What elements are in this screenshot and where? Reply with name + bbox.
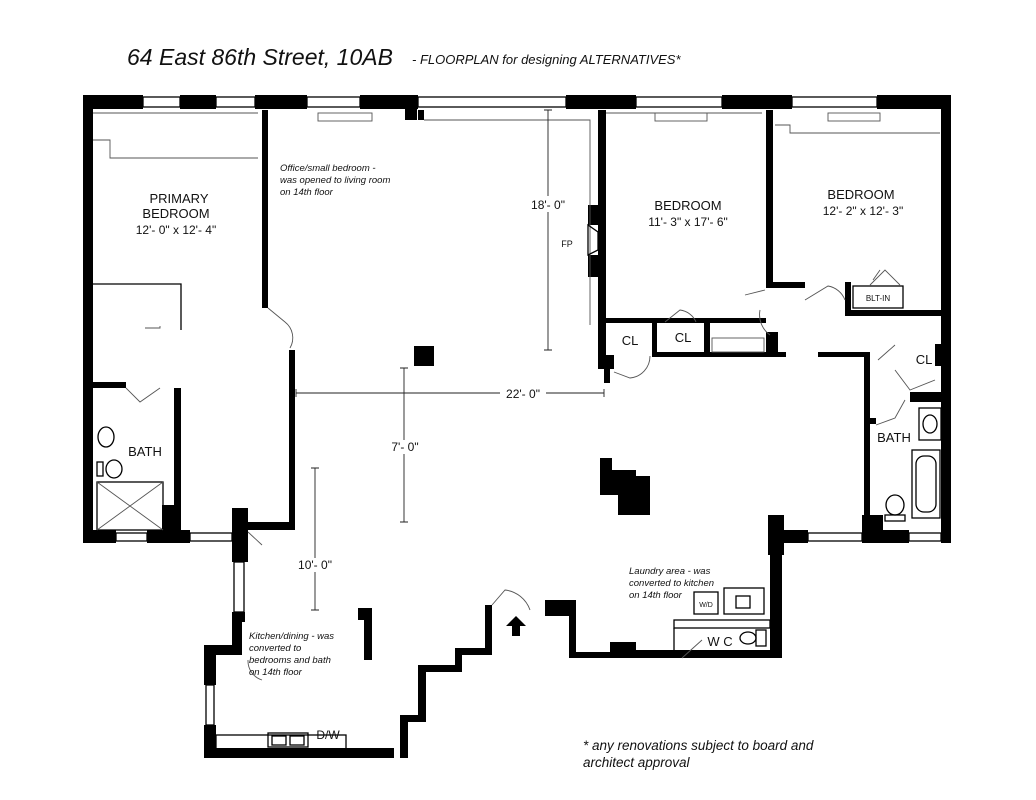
- wc-label: W C: [707, 634, 732, 649]
- dim-gallery-width: 7'- 0": [391, 440, 418, 454]
- bedroom-3-name: BEDROOM: [827, 187, 894, 202]
- note-laundry-3: on 14th floor: [629, 590, 683, 601]
- annotation-notes: Office/small bedroom - was opened to liv…: [249, 163, 714, 678]
- note-kitchen-3: bedrooms and bath: [249, 655, 331, 666]
- bath-right-label: BATH: [877, 430, 911, 445]
- built-in-label: BLT-IN: [866, 294, 891, 303]
- note-kitchen-2: converted to: [249, 643, 301, 654]
- dishwasher-label: D/W: [316, 728, 340, 742]
- dimension-labels: 18'- 0" 22'- 0" 7'- 0" 10'- 0": [294, 196, 570, 572]
- note-office-2: was opened to living room: [280, 175, 390, 186]
- note-laundry-2: converted to kitchen: [629, 578, 714, 589]
- interior-walls: [93, 100, 941, 660]
- dim-living-depth: 18'- 0": [531, 198, 565, 212]
- bedroom-2-size: 11'- 3" x 17'- 6": [648, 215, 728, 229]
- plan-subtitle: - FLOORPLAN for designing ALTERNATIVES*: [412, 52, 681, 67]
- closet-2-label: CL: [675, 330, 692, 345]
- note-kitchen-1: Kitchen/dining - was: [249, 631, 334, 642]
- closet-1-label: CL: [622, 333, 639, 348]
- fireplace-label: FP: [561, 239, 573, 249]
- plan-title: 64 East 86th Street, 10AB: [127, 44, 393, 70]
- footnote: * any renovations subject to board and a…: [583, 737, 813, 771]
- bath-left-label: BATH: [128, 444, 162, 459]
- bedroom-3-size: 12'- 2" x 12'- 3": [823, 204, 903, 218]
- note-office-1: Office/small bedroom -: [280, 163, 376, 174]
- room-labels: PRIMARY BEDROOM 12'- 0" x 12'- 4" BEDROO…: [128, 187, 932, 742]
- fixtures: [93, 112, 942, 750]
- note-office-3: on 14th floor: [280, 187, 334, 198]
- bedroom-2-name: BEDROOM: [654, 198, 721, 213]
- closet-3-label: CL: [916, 352, 933, 367]
- note-kitchen-4: on 14th floor: [249, 667, 303, 678]
- dim-living-width: 22'- 0": [506, 387, 540, 401]
- primary-bedroom-size: 12'- 0" x 12'- 4": [136, 223, 216, 237]
- washer-dryer-label: W/D: [699, 602, 713, 609]
- dimension-lines: [295, 109, 605, 611]
- dim-foyer-depth: 10'- 0": [298, 558, 332, 572]
- footnote-line-1: * any renovations subject to board and: [583, 738, 814, 753]
- footnote-line-2: architect approval: [583, 755, 690, 770]
- exterior-walls: [83, 95, 951, 758]
- note-laundry-1: Laundry area - was: [629, 566, 711, 577]
- primary-bedroom-name-2: BEDROOM: [142, 206, 209, 221]
- primary-bedroom-name-1: PRIMARY: [150, 191, 209, 206]
